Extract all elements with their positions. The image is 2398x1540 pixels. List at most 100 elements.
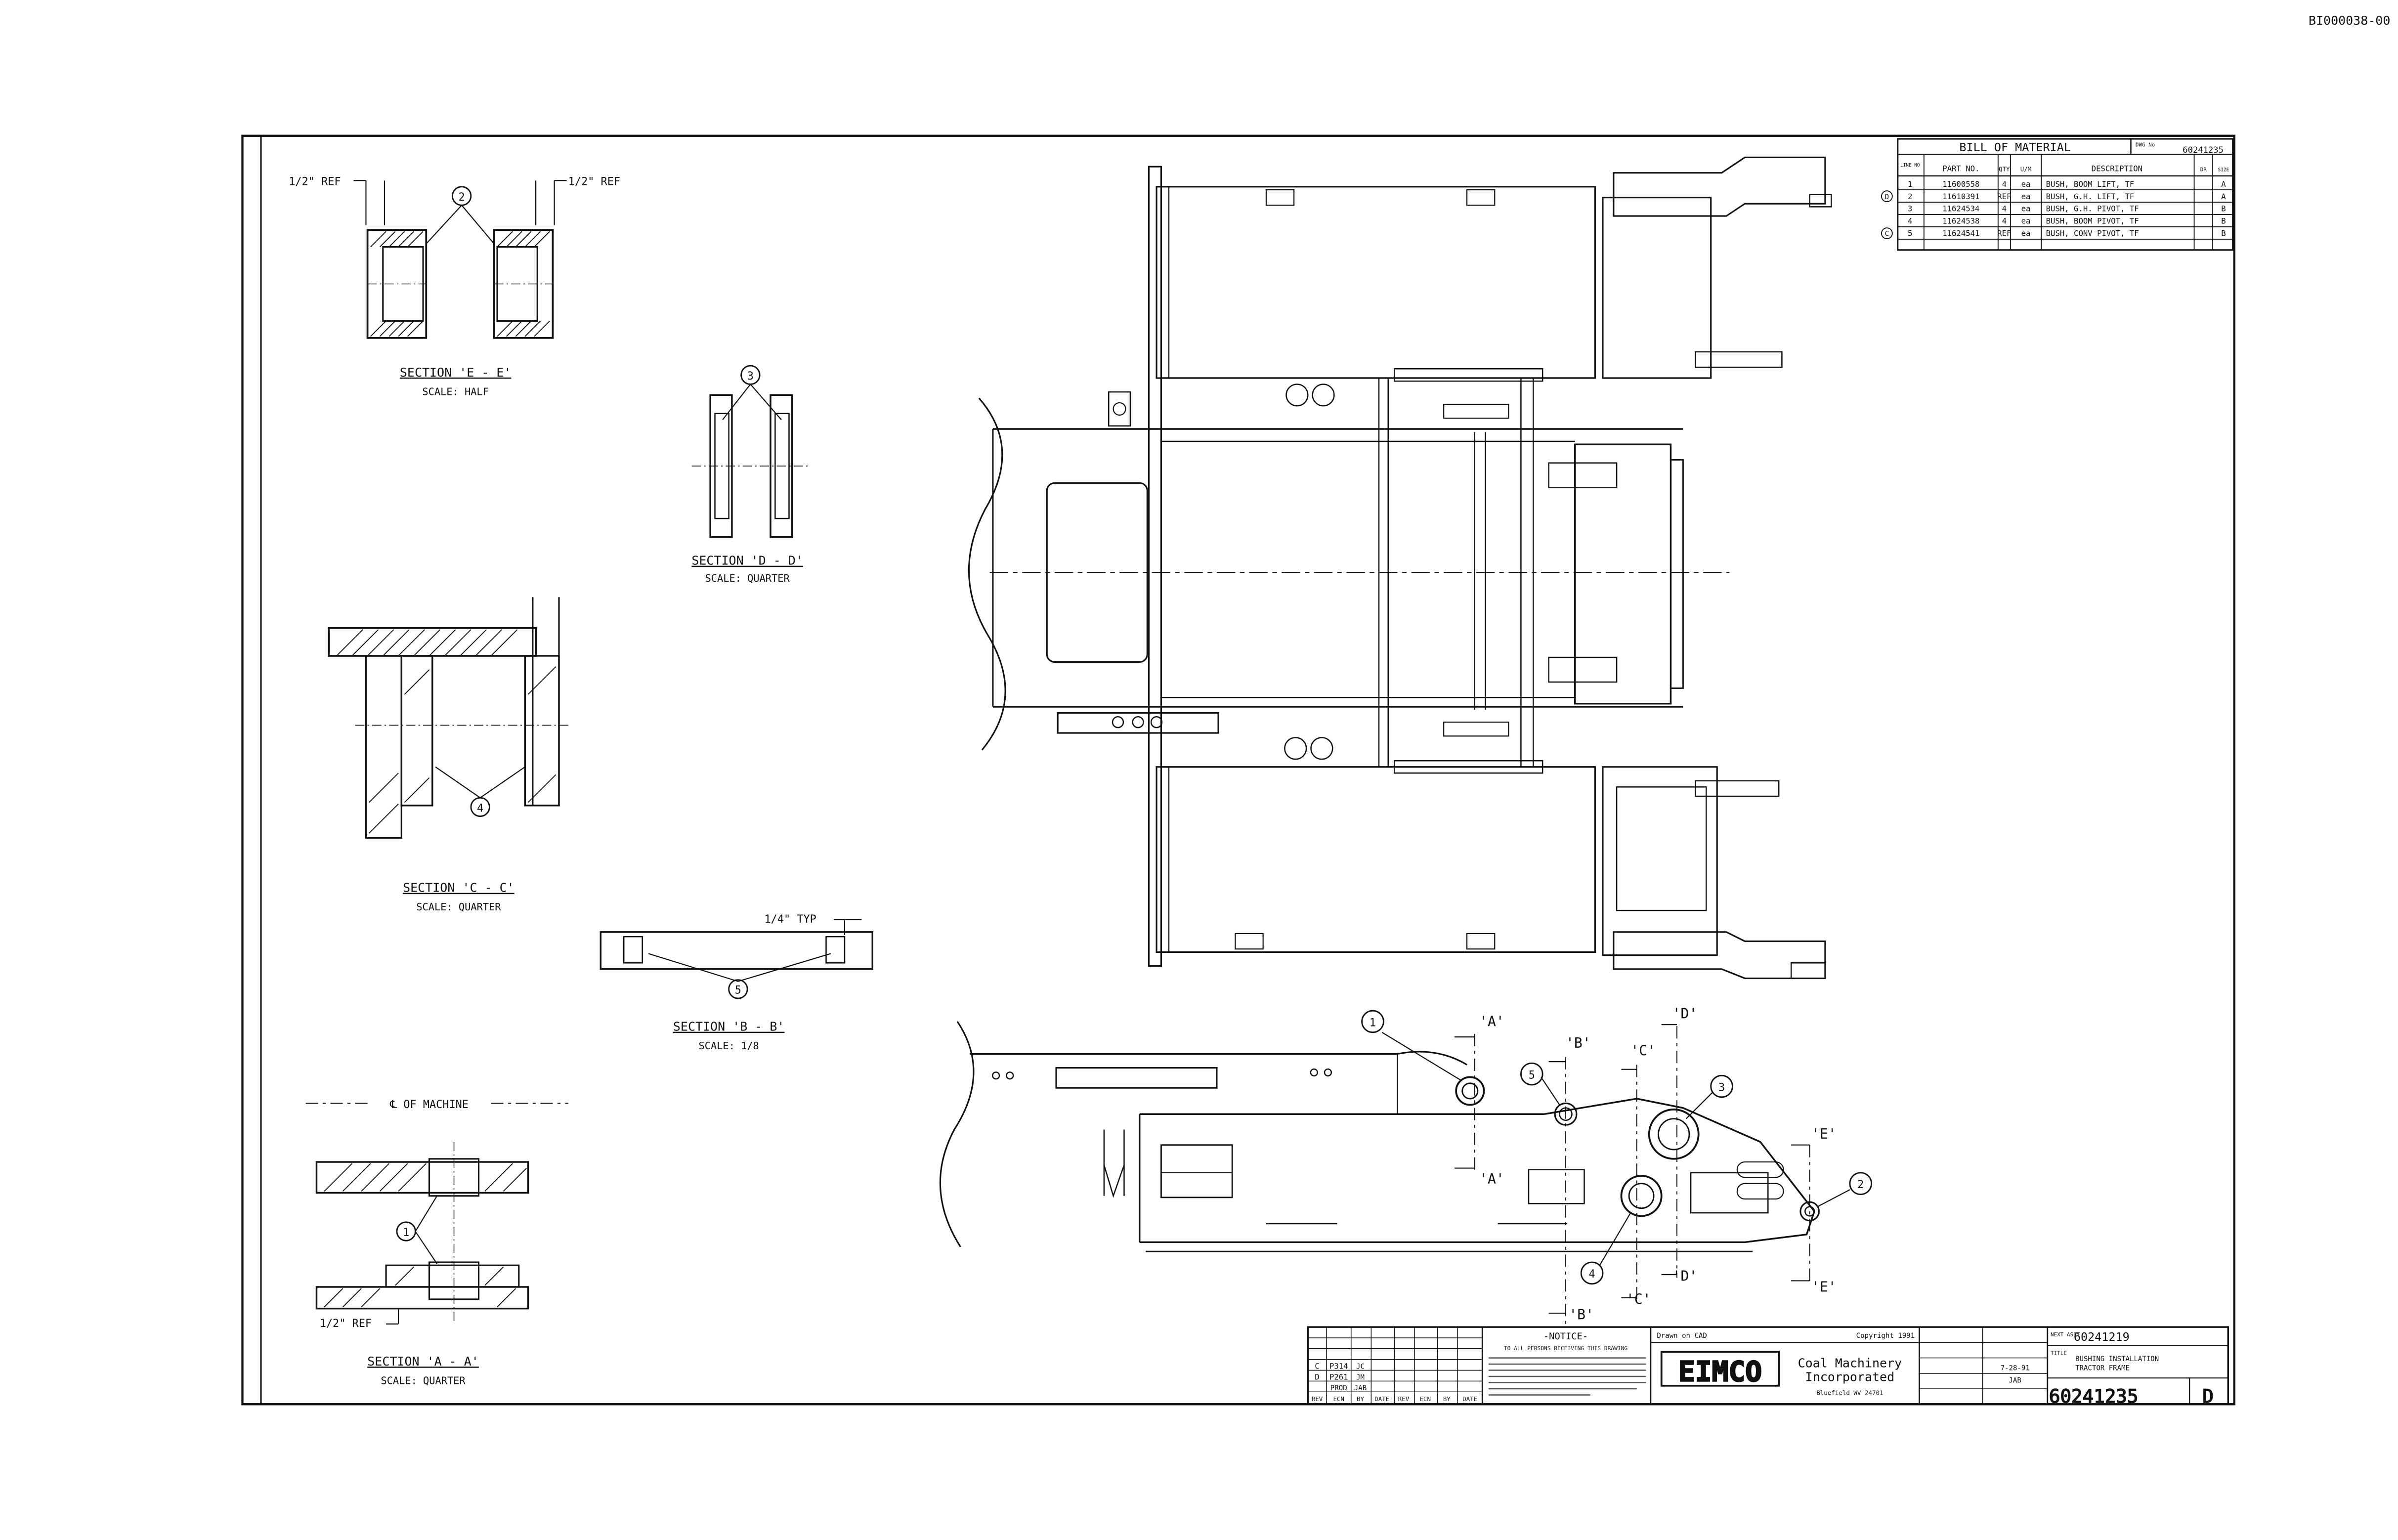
bom-cell-size: A [2221,192,2226,201]
section-b-b [600,919,873,999]
title-block-dwg-no: 60241235 [2049,1385,2139,1407]
rev-header-by-1: BY [1357,1395,1365,1403]
bom-cell-part: 11610391 [1942,192,1979,201]
section-d-d-scale: SCALE: QUARTER [705,572,790,584]
rev-row-c-by: JC [1356,1363,1365,1370]
bom-cell-desc: BUSH, G.H. LIFT, TF [2046,192,2135,201]
title-block [1307,1326,2229,1405]
section-e-e [353,180,567,339]
rev-row-d-by: JM [1356,1373,1365,1381]
title-block-rev: D [2202,1385,2214,1407]
bom-header-size: SIZE [2218,168,2229,173]
bom-cell-line: 1 [1908,180,1912,189]
company-name-1: Coal Machinery [1798,1356,1902,1370]
rev-row-d-rev: D [1315,1372,1319,1381]
revision-marker [1881,227,1893,239]
bom-header-part: PART NO. [1942,165,1979,173]
bom-cell-um: ea [2021,229,2031,238]
bom-cell-desc: BUSH, BOOM LIFT, TF [2046,180,2135,189]
section-a-a [315,1142,529,1325]
side-view-balloon-5: 5 [1529,1069,1535,1081]
side-view-balloon-1: 1 [1370,1017,1376,1029]
bill-of-material: BILL OF MATERIAL DWG No 60241235 LINE NO… [1881,138,2234,251]
section-e-e-scale: SCALE: HALF [422,385,488,397]
cut-label-b-bottom: 'B' [1569,1307,1594,1323]
rev-header-rev-2: REV [1398,1395,1410,1403]
section-c-c-balloon: 4 [477,802,483,814]
bom-header-dr: DR [2200,167,2207,173]
section-c-c-title: SECTION 'C - C' [403,881,514,895]
bom-cell-size: B [2221,205,2226,214]
bom-cell-um: ea [2021,205,2031,214]
bom-header-qty: QTY [1999,166,2010,173]
bom-dwg-no: 60241235 [2183,145,2224,155]
section-a-a-scale: SCALE: QUARTER [381,1375,466,1387]
bom-cell-desc: BUSH, G.H. PIVOT, TF [2046,205,2139,214]
title-label: TITLE [2051,1350,2067,1356]
bom-cell-line: 5 [1908,229,1912,238]
revision-marker [1881,190,1893,203]
section-d-d-balloon: 3 [747,370,754,383]
section-b-b-title: SECTION 'B - B' [673,1020,785,1034]
bom-header-um: U/M [2020,166,2032,173]
bom-cell-line: 3 [1908,205,1912,214]
bom-cell-desc: BUSH, BOOM PIVOT, TF [2046,217,2139,226]
cut-label-d-bottom: 'D' [1672,1268,1698,1284]
side-view-balloon-4: 4 [1589,1268,1595,1281]
drawing-border [241,134,2236,1406]
section-e-e-title: SECTION 'E - E' [400,365,512,380]
bom-row: 3 11624534 4 ea BUSH, G.H. PIVOT, TF B [1908,205,2226,214]
rev-row-c-ecn: P314 [1329,1362,1348,1370]
section-b-b-balloon: 5 [735,984,741,997]
bom-cell-qty: 4 [2002,205,2007,214]
bom-cell-qty: 4 [2002,180,2007,189]
company-city: Bluefield WV 24701 [1816,1389,1883,1397]
section-b-b-typ: 1/4" TYP [765,913,816,926]
title-block-date: 7-28-91 [2001,1365,2030,1372]
bom-title: BILL OF MATERIAL [1959,140,2071,154]
cut-label-b-top: 'B' [1566,1035,1591,1051]
bom-cell-part: 11624534 [1942,205,1979,214]
notice-text: TO ALL PERSONS RECEIVING THIS DRAWING [1504,1345,1628,1352]
section-c-c-scale: SCALE: QUARTER [416,901,501,913]
bom-row-revision: C [1885,230,1889,238]
machine-centerline-label: ℄ OF MACHINE [389,1099,469,1111]
plan-view [968,156,1832,980]
rev-header-ecn-2: ECN [1419,1395,1431,1403]
rev-header-by-2: BY [1443,1395,1451,1403]
section-a-a-ref: 1/2" REF [320,1318,372,1330]
title-block-drawn: JAB [2009,1377,2021,1385]
bom-cell-line: 2 [1908,192,1912,201]
rev-header-date-1: DATE [1374,1395,1389,1403]
bom-cell-part: 11624541 [1942,229,1979,238]
bom-cell-line: 4 [1908,217,1912,226]
rev-header-rev-1: REV [1312,1395,1323,1403]
section-e-e-balloon: 2 [459,191,465,204]
bom-cell-um: ea [2021,180,2031,189]
cut-label-a-bottom: 'A' [1479,1171,1504,1187]
side-view [939,1010,1873,1324]
cut-label-a-top: 'A' [1479,1013,1504,1029]
section-b-b-scale: SCALE: 1/8 [699,1040,759,1052]
bom-cell-part: 11624538 [1942,217,1979,226]
section-c-c [328,597,571,839]
bom-dwg-no-label: DWG No [2136,142,2155,148]
section-e-e-ref-right: 1/2" REF [568,176,620,188]
rev-row-d-ecn: P261 [1329,1372,1348,1381]
drawn-on-cad: Drawn on CAD [1657,1332,1707,1340]
rev-row-prod-by: JAB [1354,1384,1367,1392]
bom-cell-size: A [2221,180,2226,189]
bom-cell-qty: REF [1997,192,2011,201]
rev-row-prod-ecn: PROD [1330,1384,1347,1392]
cut-label-c-bottom: 'C' [1626,1291,1651,1307]
notice-title: -NOTICE- [1543,1331,1588,1342]
bom-row-revision: D [1885,193,1889,201]
title-line-1: BUSHING INSTALLATION [2075,1355,2159,1363]
bom-header-desc: DESCRIPTION [2092,165,2142,173]
bom-cell-desc: BUSH, CONV PIVOT, TF [2046,229,2139,238]
notice-body-lines [1488,1357,1646,1396]
cut-label-d-top: 'D' [1672,1006,1698,1022]
